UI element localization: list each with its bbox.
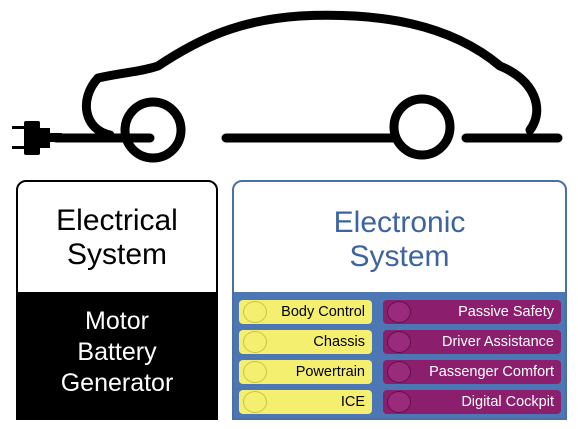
domain-dot-icon: [243, 391, 267, 413]
electrical-system-title: Electrical System: [56, 204, 178, 271]
front-wheel: [120, 97, 186, 163]
domain-dot-icon: [387, 331, 411, 353]
component-motor: Motor: [85, 307, 149, 335]
domain-body-control: Body Control: [239, 300, 372, 324]
electrical-components-panel: Motor Battery Generator: [18, 292, 216, 418]
electronic-system-title: Electronic System: [333, 206, 466, 273]
domain-powertrain: Powertrain: [239, 360, 372, 384]
electronic-system-box: Electronic System Body Control Chassis P…: [232, 180, 567, 420]
domain-dot-icon: [243, 361, 267, 383]
domain-digital-cockpit: Digital Cockpit: [383, 390, 561, 414]
domain-dot-icon: [243, 301, 267, 323]
rear-wheel: [389, 94, 455, 160]
component-generator: Generator: [60, 369, 174, 397]
electronic-domains-panel: Body Control Chassis Powertrain ICE Pass…: [234, 292, 565, 418]
domain-passenger-comfort: Passenger Comfort: [383, 360, 561, 384]
domain-driver-assistance: Driver Assistance: [383, 330, 561, 354]
plug-icon: [12, 121, 62, 155]
domain-chassis: Chassis: [239, 330, 372, 354]
domain-dot-icon: [387, 391, 411, 413]
domain-dot-icon: [243, 331, 267, 353]
domain-passive-safety: Passive Safety: [383, 300, 561, 324]
component-battery: Battery: [77, 338, 157, 366]
car-body-outline: [51, 10, 563, 143]
electrical-system-box: Electrical System Motor Battery Generato…: [16, 180, 218, 420]
electrical-components-list: Motor Battery Generator: [18, 306, 216, 399]
domain-dot-icon: [387, 301, 411, 323]
domain-ice: ICE: [239, 390, 372, 414]
domain-dot-icon: [387, 361, 411, 383]
